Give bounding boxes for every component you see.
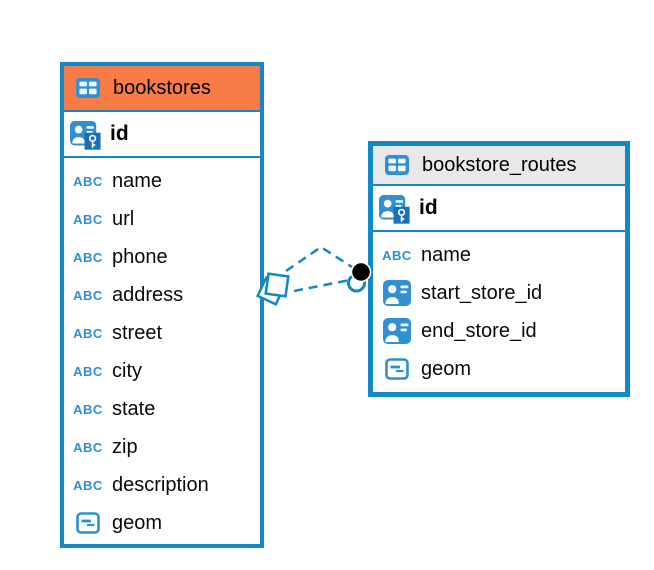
column-label: start_store_id: [421, 281, 543, 304]
column-row-name[interactable]: ABC name: [373, 236, 625, 274]
primary-key-label: id: [419, 196, 438, 219]
column-row-start_store_id[interactable]: start_store_id: [373, 274, 625, 312]
primary-key-row[interactable]: id: [373, 186, 625, 232]
primary-key-label: id: [110, 122, 129, 145]
table-header-bookstores[interactable]: bookstores: [64, 66, 260, 112]
relationship-line-2[interactable]: [293, 278, 351, 293]
abc-icon: ABC: [73, 325, 103, 341]
column-row-geom[interactable]: geom: [64, 504, 260, 542]
column-label: street: [112, 321, 163, 344]
column-row-phone[interactable]: ABC phone: [64, 238, 260, 276]
column-row-geom[interactable]: geom: [373, 350, 625, 388]
table-icon: [72, 73, 104, 103]
column-label: geom: [421, 357, 472, 380]
abc-icon: ABC: [73, 249, 103, 265]
column-label: url: [112, 207, 135, 230]
person-badge-key-icon: [70, 119, 102, 149]
column-row-street[interactable]: ABC street: [64, 314, 260, 352]
column-row-city[interactable]: ABC city: [64, 352, 260, 390]
abc-icon: ABC: [73, 363, 103, 379]
column-label: description: [112, 473, 209, 496]
column-label: phone: [112, 245, 168, 268]
table-icon: [381, 150, 413, 180]
column-label: end_store_id: [421, 319, 537, 342]
table-title: bookstores: [113, 76, 211, 99]
column-row-name[interactable]: ABC name: [64, 162, 260, 200]
column-row-address[interactable]: ABC address: [64, 276, 260, 314]
abc-icon: ABC: [73, 211, 103, 227]
column-row-end_store_id[interactable]: end_store_id: [373, 312, 625, 350]
person-badge-icon: [381, 316, 413, 346]
abc-icon: ABC: [73, 401, 103, 417]
geometry-icon: [381, 354, 413, 384]
column-label: name: [421, 243, 472, 266]
abc-icon: ABC: [73, 439, 103, 455]
column-label: address: [112, 283, 184, 306]
column-label: state: [112, 397, 156, 420]
abc-icon: ABC: [382, 247, 412, 263]
table-bookstore-routes[interactable]: bookstore_routes id ABC name start_store_i…: [368, 141, 630, 397]
person-badge-key-icon: [379, 193, 411, 223]
column-row-zip[interactable]: ABC zip: [64, 428, 260, 466]
column-row-description[interactable]: ABC description: [64, 466, 260, 504]
relationship-line-1[interactable]: [285, 245, 353, 273]
abc-icon: ABC: [73, 173, 103, 189]
column-label: geom: [112, 511, 163, 534]
abc-icon: ABC: [73, 287, 103, 303]
geometry-icon: [72, 508, 104, 538]
person-badge-icon: [381, 278, 413, 308]
column-row-url[interactable]: ABC url: [64, 200, 260, 238]
table-header-bookstore-routes[interactable]: bookstore_routes: [373, 146, 625, 186]
table-title: bookstore_routes: [422, 153, 577, 176]
column-label: name: [112, 169, 163, 192]
abc-icon: ABC: [73, 477, 103, 493]
column-label: city: [112, 359, 142, 382]
primary-key-row[interactable]: id: [64, 112, 260, 158]
column-label: zip: [112, 435, 138, 458]
column-row-state[interactable]: ABC state: [64, 390, 260, 428]
